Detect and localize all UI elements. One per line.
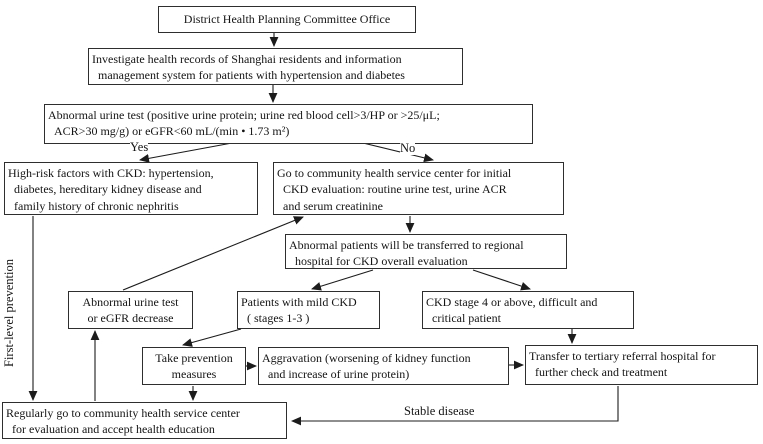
arrow-regional-to-mild-ckd (311, 269, 374, 291)
arrow-abnormal-followup-to-community (122, 216, 304, 291)
arrow-screening-no-to-community (362, 142, 434, 163)
node-regular-eval: Regularly go to community health service… (2, 402, 287, 439)
node-mild-ckd: Patients with mild CKD ( stages 1-3 ) (237, 291, 380, 329)
arrow-mild-ckd-to-prevention (182, 328, 242, 347)
edge-label-no: No (400, 141, 416, 155)
node-high-risk: High-risk factors with CKD: hypertension… (4, 162, 258, 215)
arrow-tertiary-stable-to-regular-eval (291, 386, 619, 426)
edge-label-stable-disease: Stable disease (404, 404, 475, 418)
arrow-screening-yes-to-high-risk (139, 142, 233, 163)
arrow-regional-to-ckd-stage4 (472, 269, 531, 291)
node-aggravation: Aggravation (worsening of kidney functio… (258, 347, 509, 385)
node-prevention: Take prevention measures (142, 347, 246, 385)
node-investigate: Investigate health records of Shanghai r… (88, 48, 463, 85)
first-level-prevention-label: First-level prevention (2, 259, 16, 367)
node-abnormal-followup: Abnormal urine test or eGFR decrease (68, 291, 193, 329)
node-community: Go to community health service center fo… (273, 162, 564, 215)
node-committee: District Health Planning Committee Offic… (158, 6, 416, 33)
node-screening: Abnormal urine test (positive urine prot… (44, 104, 533, 144)
edge-label-yes: Yes (130, 140, 149, 154)
node-tertiary: Transfer to tertiary referral hospital f… (525, 345, 758, 385)
node-ckd-stage4: CKD stage 4 or above, difficult and crit… (422, 291, 634, 329)
node-regional: Abnormal patients will be transferred to… (285, 234, 567, 269)
